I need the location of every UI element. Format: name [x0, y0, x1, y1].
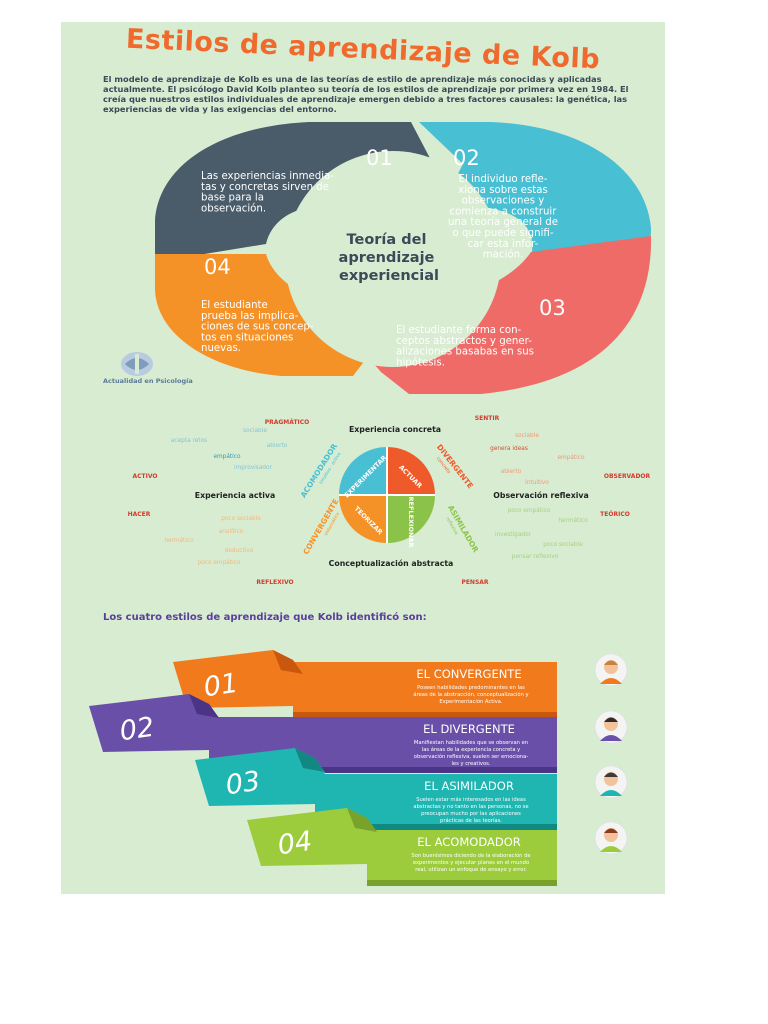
banner-shadow — [367, 880, 557, 886]
faded-keyword: sociable — [515, 433, 539, 439]
faded-keyword: acepta retos — [171, 438, 207, 444]
banner-tag — [247, 808, 377, 866]
wheel-quadrant-label: REFLEXIONAR — [407, 497, 415, 548]
faded-keyword: abierto — [501, 469, 522, 475]
banner-tag-fold — [189, 694, 219, 718]
wheel-quadrant-experimentar — [339, 447, 387, 495]
cycle-step-number: 01 — [366, 146, 393, 170]
red-keyword: HACER — [128, 511, 151, 518]
faded-keyword: pensar reflexivo — [512, 554, 559, 560]
brain-logo-icon — [121, 352, 153, 376]
cycle-center-label: Teoría del aprendizaje experiencial — [339, 232, 440, 284]
banner-description: Manifiestan habilidades que se observan … — [414, 740, 529, 767]
banner-title: EL ASIMILADOR — [424, 779, 514, 793]
red-keyword: PENSAR — [461, 579, 488, 586]
banner-tag-fold — [347, 808, 377, 832]
faded-keyword: analítico — [219, 528, 244, 535]
cycle-step-text: Las experiencias inmedia-tas y concretas… — [201, 171, 334, 214]
faded-keyword: hermético — [558, 517, 588, 524]
person-avatar-icon — [594, 765, 628, 799]
infographic: Estilos de aprendizaje de Kolb El modelo… — [61, 22, 665, 894]
faded-keyword: improvisador — [234, 465, 273, 471]
banner-tag — [173, 650, 303, 708]
style-banner-02: 02 EL DIVERGENTE Manifiestan habilidades q… — [89, 694, 557, 773]
axis-label-right: Observación reflexiva — [493, 491, 589, 500]
red-keyword: SENTIR — [475, 415, 500, 422]
banner-number: 02 — [118, 712, 156, 747]
cycle-step-number: 03 — [539, 296, 566, 320]
faded-keyword: genera ideas — [490, 446, 528, 452]
wheel-quadrant-teorizar — [339, 495, 387, 543]
faded-keyword: deductivo — [225, 548, 254, 554]
style-banner-01: 01 EL CONVERGENTE Poseen habilidades predo… — [173, 650, 557, 718]
faded-keyword: investigador — [495, 532, 532, 538]
banner-title: EL CONVERGENTE — [416, 667, 521, 681]
banner-description: Son buenísimos diciendo de la elaboració… — [411, 852, 530, 873]
faded-keyword: poco sociable — [221, 516, 261, 522]
cycle-segment-04 — [155, 254, 379, 376]
axis-label-bottom: Conceptualización abstracta — [329, 559, 454, 568]
faded-keyword: abierto — [267, 443, 288, 449]
person-avatar-icon — [594, 821, 628, 855]
banner-number: 03 — [224, 766, 262, 801]
wheel-quadrant-reflexionar — [387, 495, 435, 543]
banner-description: Suelen estar más interesados en las idea… — [413, 796, 528, 824]
banner-title: EL DIVERGENTE — [423, 722, 515, 736]
logo-text: Actualidad en Psicología — [103, 377, 193, 385]
banner-shadow — [315, 824, 557, 830]
banner-band — [367, 830, 557, 884]
faded-keyword: poco sociable — [543, 542, 583, 548]
banner-number: 01 — [202, 668, 240, 703]
wheel-style-name: ACOMODADOR — [299, 442, 340, 499]
red-keyword: REFLEXIVO — [256, 579, 293, 586]
red-keyword: PRAGMÁTICO — [265, 419, 310, 426]
red-keyword: OBSERVADOR — [604, 473, 651, 480]
banner-tag-fold — [273, 650, 303, 674]
banner-shadow — [293, 712, 557, 718]
banner-title: EL ACOMODADOR — [417, 835, 520, 849]
axis-label-top: Experiencia concreta — [349, 425, 441, 434]
banner-band — [293, 662, 557, 716]
style-banner-03: 03 EL ASIMILADOR Suelen estar más interesa… — [195, 748, 557, 830]
cycle-center — [285, 151, 501, 367]
wheel-style-name: CONVERGENTE — [301, 497, 340, 556]
wheel-quadrant-actuar — [387, 447, 435, 495]
faded-keyword: empático — [213, 453, 241, 460]
banner-tag-fold — [295, 748, 325, 772]
faded-keyword: empático — [557, 454, 585, 461]
cycle-step-number: 02 — [453, 146, 480, 170]
banner-tag — [89, 694, 219, 752]
faded-keyword: poco empático — [198, 559, 241, 566]
banner-band — [209, 717, 557, 771]
cycle-step-text: El estudiante forma con-ceptos abstracto… — [396, 325, 534, 368]
experiential-cycle-diagram: Teoría del aprendizaje experiencial 01La… — [155, 122, 652, 394]
banner-shadow — [209, 767, 557, 773]
person-avatar-icon — [594, 653, 628, 687]
intro-paragraph: El modelo de aprendizaje de Kolb es una … — [103, 74, 629, 114]
red-keyword: ACTIVO — [132, 473, 157, 480]
faded-keyword: sociable — [243, 428, 267, 434]
faded-keyword: intuitivo — [525, 480, 549, 486]
faded-keyword: poco empático — [508, 507, 551, 514]
banner-band — [315, 774, 557, 828]
style-banner-04: 04 EL ACOMODADOR Son buenísimos diciendo d… — [247, 808, 557, 886]
person-avatar-icon — [594, 710, 628, 744]
cycle-step-number: 04 — [204, 255, 231, 279]
faded-keyword: hermético — [164, 537, 194, 544]
banner-number: 04 — [276, 826, 314, 861]
red-keyword: TEÓRICO — [600, 511, 630, 518]
axis-label-left: Experiencia activa — [195, 491, 275, 500]
banner-tag — [195, 748, 325, 806]
section-heading: Los cuatro estilos de aprendizaje que Ko… — [103, 612, 427, 623]
